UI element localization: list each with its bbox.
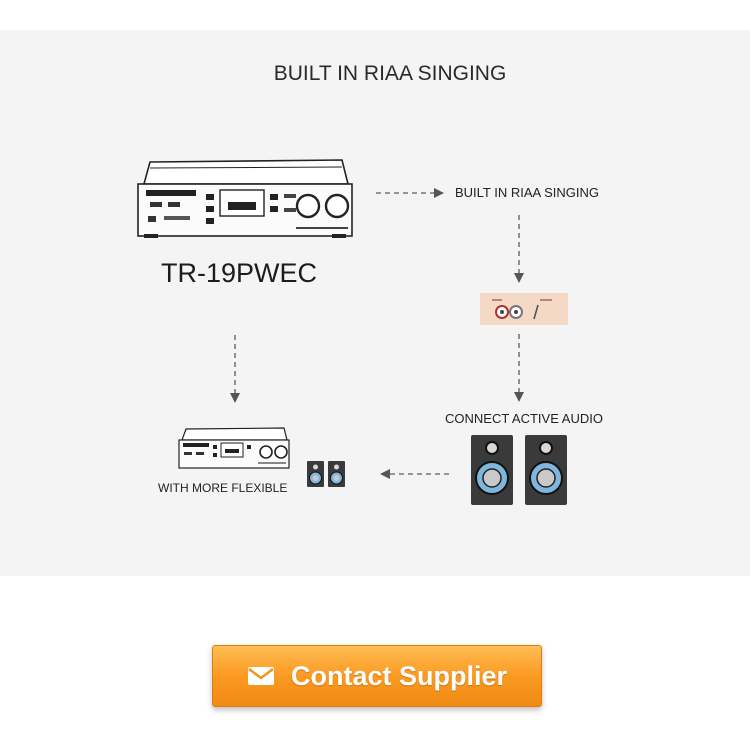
envelope-icon — [247, 667, 274, 685]
contact-supplier-button[interactable]: Contact Supplier — [212, 645, 542, 707]
connect-label: CONNECT ACTIVE AUDIO — [445, 411, 603, 426]
small-speakers-icon — [307, 461, 345, 487]
arrow-down — [514, 215, 524, 283]
contact-supplier-label: Contact Supplier — [290, 660, 507, 691]
turntable-icon — [137, 159, 353, 238]
small-turntable-icon — [178, 427, 290, 469]
arrow-down — [230, 335, 240, 403]
arrow-left — [380, 469, 450, 479]
diagram-panel — [0, 30, 750, 576]
arrow-down — [514, 334, 524, 402]
flexible-label: WITH MORE FLEXIBLE — [158, 481, 288, 495]
diagram-title: BUILT IN RIAA SINGING — [273, 62, 507, 85]
model-name: TR-19PWEC — [161, 258, 318, 288]
riaa-label: BUILT IN RIAA SINGING — [455, 185, 599, 200]
rca-jack-icon — [480, 293, 568, 325]
speakers-icon — [471, 435, 567, 505]
arrow-right — [376, 188, 444, 198]
